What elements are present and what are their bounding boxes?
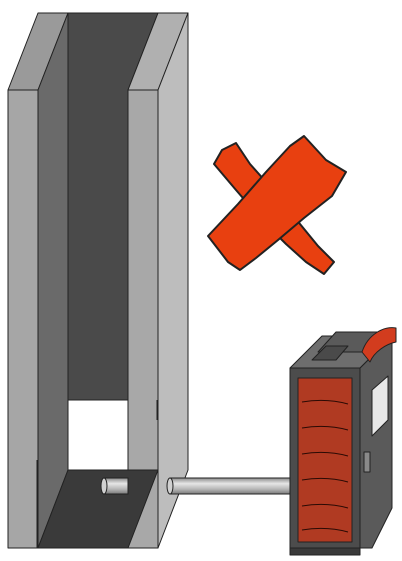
pellet-stove-icon [290, 328, 396, 555]
flue-right-side-strip [158, 13, 188, 548]
pipe-stub-inside [104, 478, 128, 494]
stove-base [290, 548, 360, 555]
pipe-main [170, 478, 292, 494]
flue-left-inner-wall [38, 13, 68, 548]
pipe-stub-end [101, 478, 107, 494]
stove-side [360, 336, 392, 548]
flue-left-wall [8, 90, 38, 548]
stove-side-vent [364, 452, 370, 472]
pipe-main-end [167, 478, 173, 494]
prohibited-x-icon [208, 136, 346, 274]
chimney-flue-icon [8, 13, 188, 548]
